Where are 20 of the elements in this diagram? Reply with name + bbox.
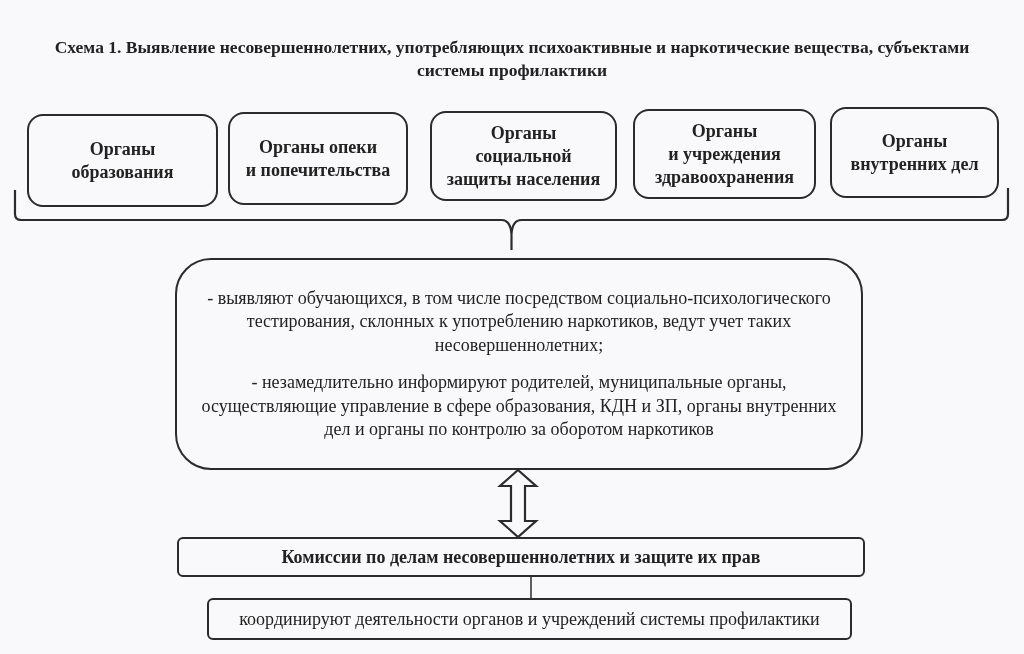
- connector-line: [530, 576, 532, 599]
- diagram-title: Схема 1. Выявление несовершеннолетних, употребляющих психоактивные и наркотические вещества, субъектами системы профилактики: [54, 36, 970, 82]
- rounded-box: [633, 109, 816, 199]
- double-block-arrow: [497, 468, 539, 539]
- box-label: Органы опеки и попечительства: [245, 135, 391, 182]
- description-text: - выявляют обучающихся, в том числе посредством социально-психологического тестирования, склонных к употреблению наркотиков, ведут учет таких несовершеннолетних;: [207, 286, 831, 357]
- process-box: [207, 598, 852, 640]
- box-label: Органы внутренних дел: [850, 129, 979, 176]
- header-box: [177, 537, 865, 577]
- rounded-box: [830, 107, 999, 198]
- box-label: Органы и учреждения здравоохранения: [655, 119, 794, 189]
- rounded-box: [430, 111, 617, 201]
- box-label: координируют деятельности органов и учреждений системы профилактики: [239, 608, 820, 630]
- box-label: Комиссии по делам несовершеннолетних и защите их прав: [281, 546, 761, 568]
- box-label: Органы образования: [71, 137, 174, 184]
- rounded-box: [27, 114, 218, 207]
- box-label: Органы социальной защиты населения: [446, 121, 601, 191]
- description-text: - незамедлительно информируют родителей, муниципальные органы, осуществляющие управление в сфере образования, КДН и ЗП, органы внутренних дел и органы по контролю за оборотом наркотиков: [201, 371, 837, 441]
- rounded-box: [228, 112, 408, 205]
- description-box: [175, 258, 863, 470]
